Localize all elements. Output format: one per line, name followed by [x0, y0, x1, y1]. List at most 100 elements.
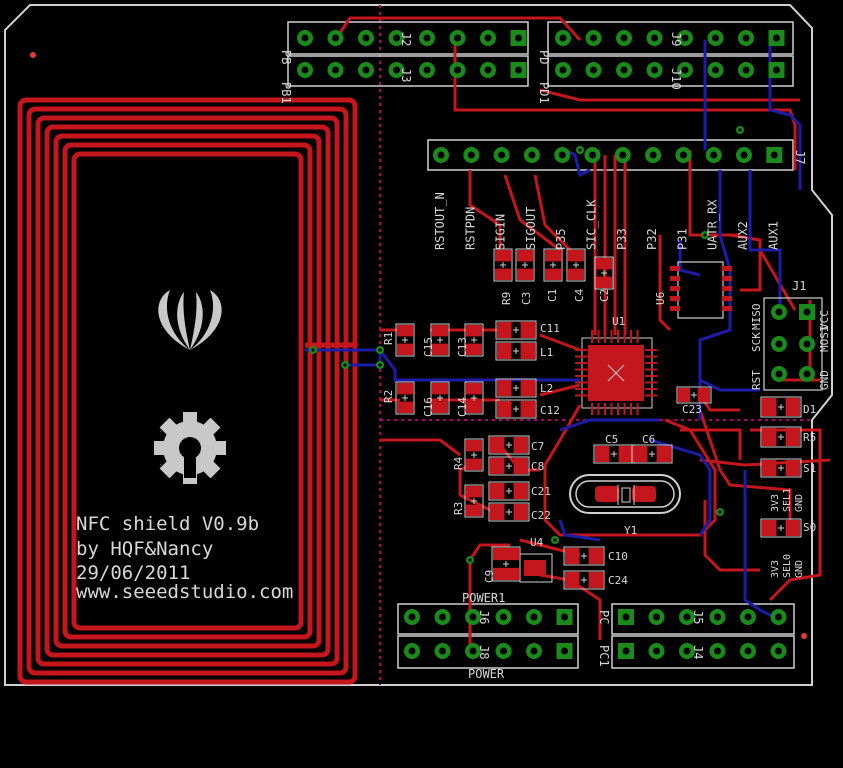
drill-hole — [770, 151, 778, 159]
drill-hole — [301, 66, 309, 74]
drill-hole — [559, 66, 567, 74]
drill-hole — [439, 613, 446, 621]
capacitor-c10[interactable] — [563, 546, 605, 566]
drill-hole — [619, 151, 627, 159]
resistor-r9[interactable] — [493, 248, 513, 282]
label-power1: POWER1 — [462, 591, 505, 605]
dimension-line — [379, 5, 812, 685]
drill-hole — [651, 66, 658, 74]
via-hole — [718, 510, 722, 514]
drill-hole — [500, 647, 507, 655]
switch-s1[interactable] — [760, 458, 802, 478]
capacitor-c13[interactable] — [464, 323, 484, 357]
header-j7[interactable] — [427, 139, 794, 171]
drill-hole — [561, 647, 568, 655]
capacitor-c3[interactable] — [515, 248, 535, 282]
capacitor-c14[interactable] — [464, 381, 484, 415]
label-u1: U1 — [612, 315, 625, 328]
ref-c5: C5 — [605, 433, 618, 446]
capacitor-c9[interactable] — [491, 546, 521, 582]
drill-hole — [740, 151, 748, 159]
header-j1-icsp[interactable] — [763, 297, 823, 391]
drill-hole — [683, 647, 691, 655]
drill-hole — [651, 34, 658, 42]
capacitor-c6[interactable] — [631, 444, 673, 464]
resistor-r1[interactable] — [395, 323, 415, 357]
j7-pin-label: AUX1 — [766, 221, 780, 250]
resistor-r4[interactable] — [464, 438, 484, 472]
capacitor-c1[interactable] — [594, 256, 614, 290]
ic-u1[interactable] — [575, 330, 657, 415]
inductor-l1[interactable] — [495, 341, 537, 361]
capacitor-c4[interactable] — [566, 248, 586, 282]
j7-pin-label: AUX2 — [736, 221, 750, 250]
label-pc1: PC1 — [597, 645, 611, 667]
ref-c16: C16 — [422, 397, 435, 417]
smd-components[interactable] — [395, 248, 802, 590]
capacitor-c5[interactable] — [593, 444, 635, 464]
j7-pin-label: UATR_RX — [706, 199, 720, 250]
drill-hole — [622, 647, 630, 655]
resistor-r3[interactable] — [464, 484, 484, 518]
resistor-r5[interactable] — [760, 426, 802, 448]
capacitor-c7[interactable] — [488, 435, 530, 455]
inductor-l2[interactable] — [495, 378, 537, 398]
drill-hole — [561, 613, 568, 621]
ic-u6[interactable] — [670, 261, 732, 319]
capacitor-c11[interactable] — [495, 320, 537, 340]
board-origin-marker — [801, 633, 807, 639]
j7-pin-label: RSTPDN — [463, 207, 477, 250]
label-j1: J1 — [792, 279, 806, 293]
header-pd[interactable] — [547, 21, 794, 55]
drill-hole — [683, 613, 691, 621]
drill-hole — [469, 613, 477, 621]
j7-pin-label: RSTOUT_N — [433, 192, 447, 250]
icsp-label: RST — [750, 370, 763, 390]
ref-s0: S0 — [803, 521, 816, 534]
drill-hole — [437, 151, 445, 159]
header-pc1[interactable] — [611, 635, 795, 669]
sel1-label: SEL1 — [782, 488, 793, 512]
header-pb1[interactable] — [287, 55, 529, 87]
drill-hole — [653, 613, 660, 621]
capacitor-c12[interactable] — [495, 399, 537, 419]
switch-s0[interactable] — [760, 518, 802, 538]
capacitor-c2[interactable] — [543, 248, 563, 282]
capacitor-c23[interactable] — [676, 386, 712, 404]
label-j9: J9 — [669, 32, 683, 46]
header-power[interactable] — [397, 635, 579, 669]
drill-hole — [362, 66, 370, 74]
capacitor-c22[interactable] — [488, 502, 530, 522]
drill-hole — [773, 66, 780, 74]
header-pb[interactable] — [287, 21, 529, 55]
header-pd1[interactable] — [547, 55, 794, 87]
drill-hole — [454, 34, 461, 42]
ref-c21: C21 — [531, 485, 551, 498]
header-power1[interactable] — [397, 603, 579, 635]
resistor-r2[interactable] — [395, 381, 415, 415]
ref-c2: C2 — [598, 289, 611, 302]
capacitor-c21[interactable] — [488, 481, 530, 501]
ref-c10: C10 — [608, 550, 628, 563]
capacitor-c15[interactable] — [430, 323, 450, 357]
via-hole — [343, 363, 347, 367]
crystal-y1[interactable] — [569, 474, 681, 514]
drill-hole — [515, 34, 522, 42]
drill-hole — [681, 66, 689, 74]
ic-u4[interactable] — [519, 553, 553, 583]
drill-hole — [362, 34, 370, 42]
pads-layer — [297, 30, 823, 659]
ref-r4: R4 — [452, 456, 465, 470]
header-pc[interactable] — [611, 603, 795, 635]
drill-hole — [712, 34, 719, 42]
drill-hole — [775, 308, 783, 316]
capacitor-c8[interactable] — [488, 456, 530, 476]
drill-hole — [589, 151, 596, 159]
diode-d1[interactable] — [760, 396, 802, 418]
capacitor-c16[interactable] — [430, 381, 450, 415]
ref-c4: C4 — [573, 288, 586, 302]
label-j3: J3 — [399, 68, 413, 82]
icsp-label: MISO — [750, 304, 763, 331]
capacitor-c24[interactable] — [563, 570, 605, 590]
